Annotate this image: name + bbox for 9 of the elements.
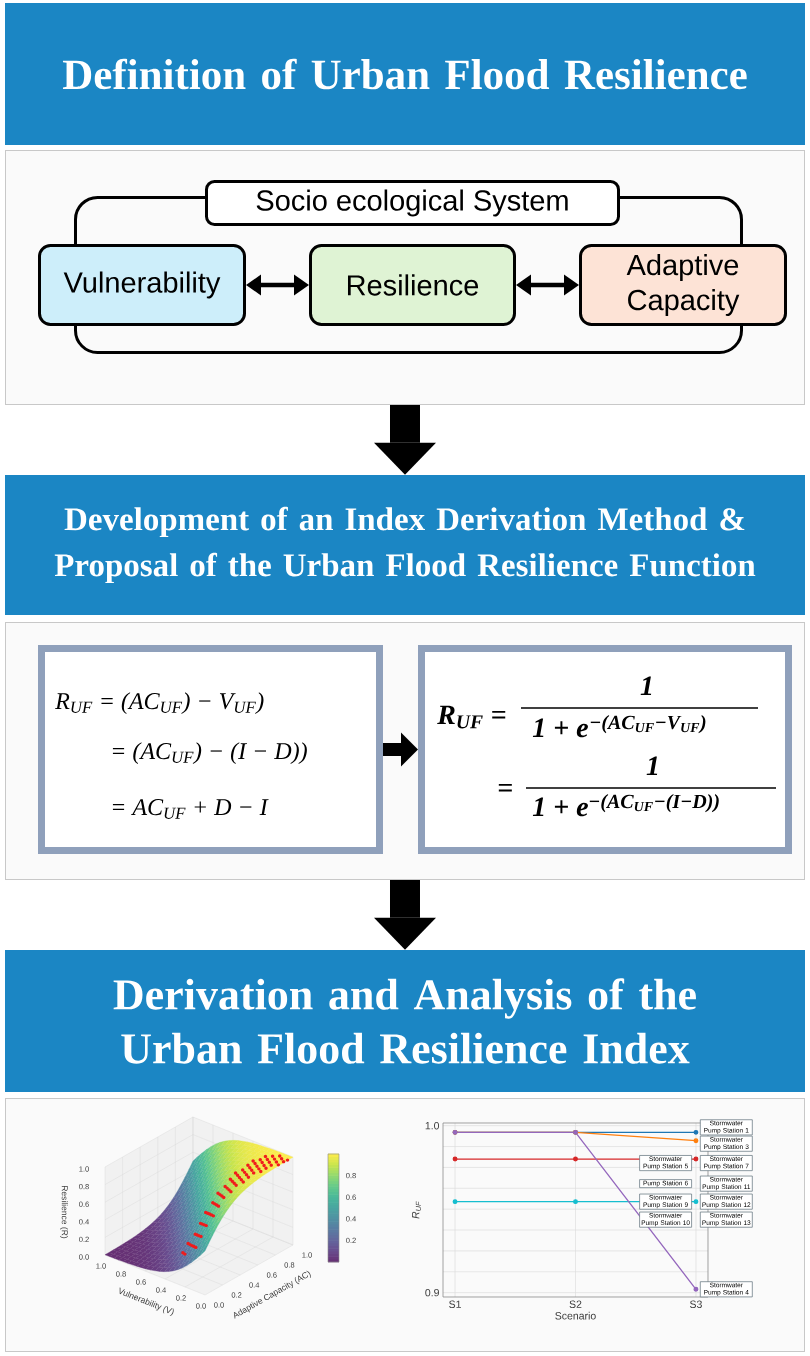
- x-tick-label: S1: [449, 1300, 461, 1308]
- y-tick-label: 1.0: [425, 1121, 440, 1130]
- axis-label: Resilience (R): [60, 1186, 68, 1239]
- x-axis-title: Scenario: [555, 1311, 596, 1320]
- system-label: Socio ecological System: [205, 180, 620, 226]
- x-tick-label: S2: [569, 1300, 582, 1308]
- y-axis-title: R$_{UF}$: [412, 1201, 422, 1219]
- x-tick-label: S3: [690, 1300, 702, 1308]
- y-tick-label: 0.9: [425, 1288, 439, 1297]
